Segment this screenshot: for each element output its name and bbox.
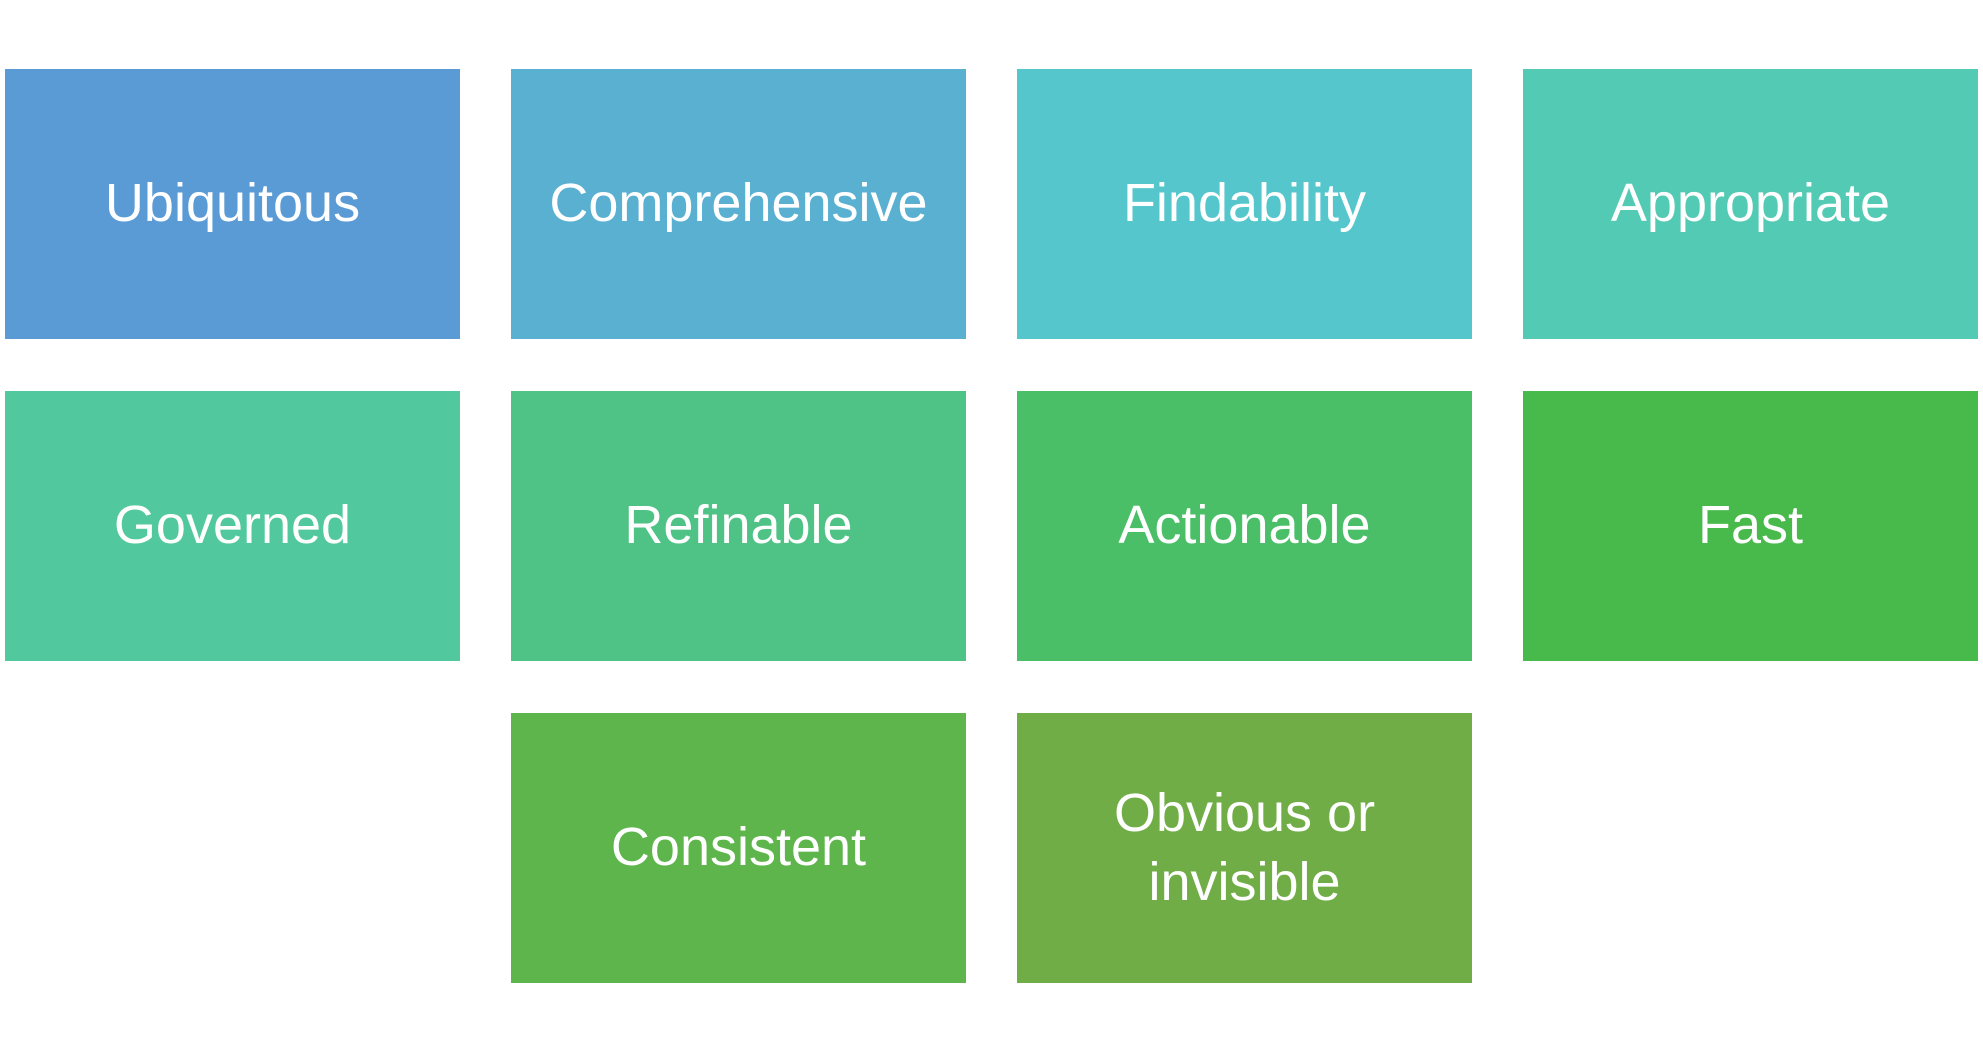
tile-actionable: Actionable: [1017, 391, 1472, 661]
tile-label: Appropriate: [1610, 173, 1891, 234]
tile-refinable: Refinable: [511, 391, 966, 661]
tile-findability: Findability: [1017, 69, 1472, 339]
tile-label: Ubiquitous: [104, 173, 361, 234]
tile-label: Governed: [113, 495, 352, 556]
tile-governed: Governed: [5, 391, 460, 661]
tile-label: Findability: [1122, 173, 1367, 234]
tile-label: Actionable: [1118, 495, 1371, 556]
tile-appropriate: Appropriate: [1523, 69, 1978, 339]
tile-obvious-or-invisible: Obvious or invisible: [1017, 713, 1472, 983]
tile-label: Obvious or invisible: [1113, 782, 1376, 912]
tile-label: Fast: [1697, 495, 1804, 556]
tile-comprehensive: Comprehensive: [511, 69, 966, 339]
tile-fast: Fast: [1523, 391, 1978, 661]
tile-ubiquitous: Ubiquitous: [5, 69, 460, 339]
tile-label: Refinable: [624, 495, 853, 556]
tile-consistent: Consistent: [511, 713, 966, 983]
tile-label: Consistent: [610, 817, 867, 878]
tile-label: Comprehensive: [549, 173, 928, 234]
